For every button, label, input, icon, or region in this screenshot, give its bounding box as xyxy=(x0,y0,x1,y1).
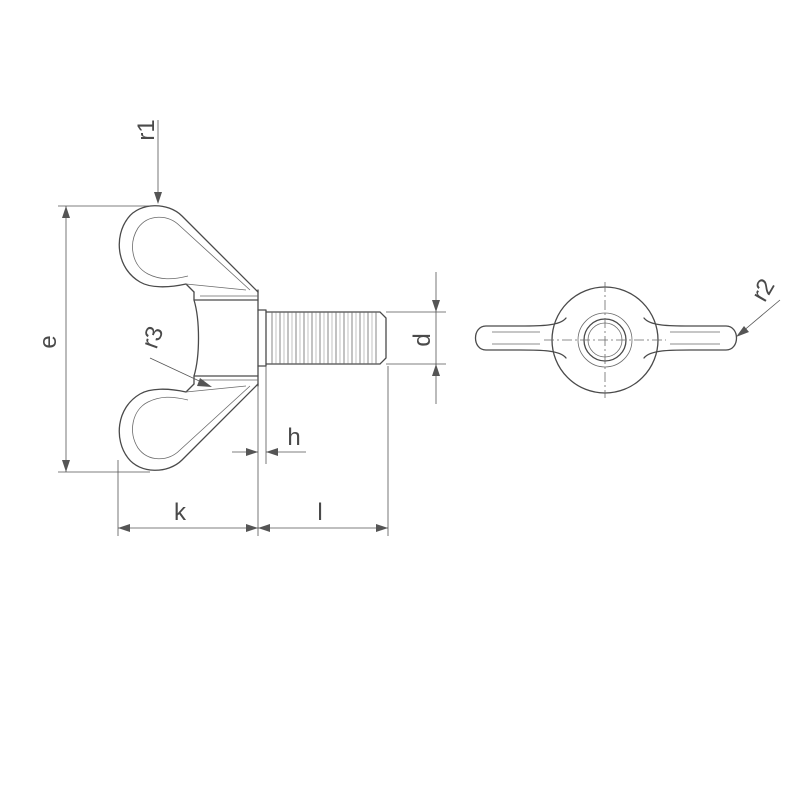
h-dimension: h xyxy=(232,366,306,464)
r2-label: r2 xyxy=(746,274,780,306)
r3-label: r3 xyxy=(137,323,170,352)
wing-head-side-view xyxy=(118,205,259,471)
threaded-shank xyxy=(257,309,387,367)
r1-dimension: r1 xyxy=(133,119,162,204)
r1-label: r1 xyxy=(133,119,160,140)
k-label: k xyxy=(174,499,187,526)
h-label: h xyxy=(287,424,300,451)
l-dimension: l xyxy=(258,366,389,536)
e-label: e xyxy=(35,335,62,348)
end-view xyxy=(474,282,738,398)
r3-dimension: r3 xyxy=(137,323,212,387)
e-dimension: e xyxy=(35,205,150,473)
r2-dimension: r2 xyxy=(736,274,781,337)
k-dimension: k xyxy=(117,386,259,536)
d-label: d xyxy=(409,333,436,346)
l-label: l xyxy=(317,499,322,526)
d-dimension: d xyxy=(386,272,446,404)
